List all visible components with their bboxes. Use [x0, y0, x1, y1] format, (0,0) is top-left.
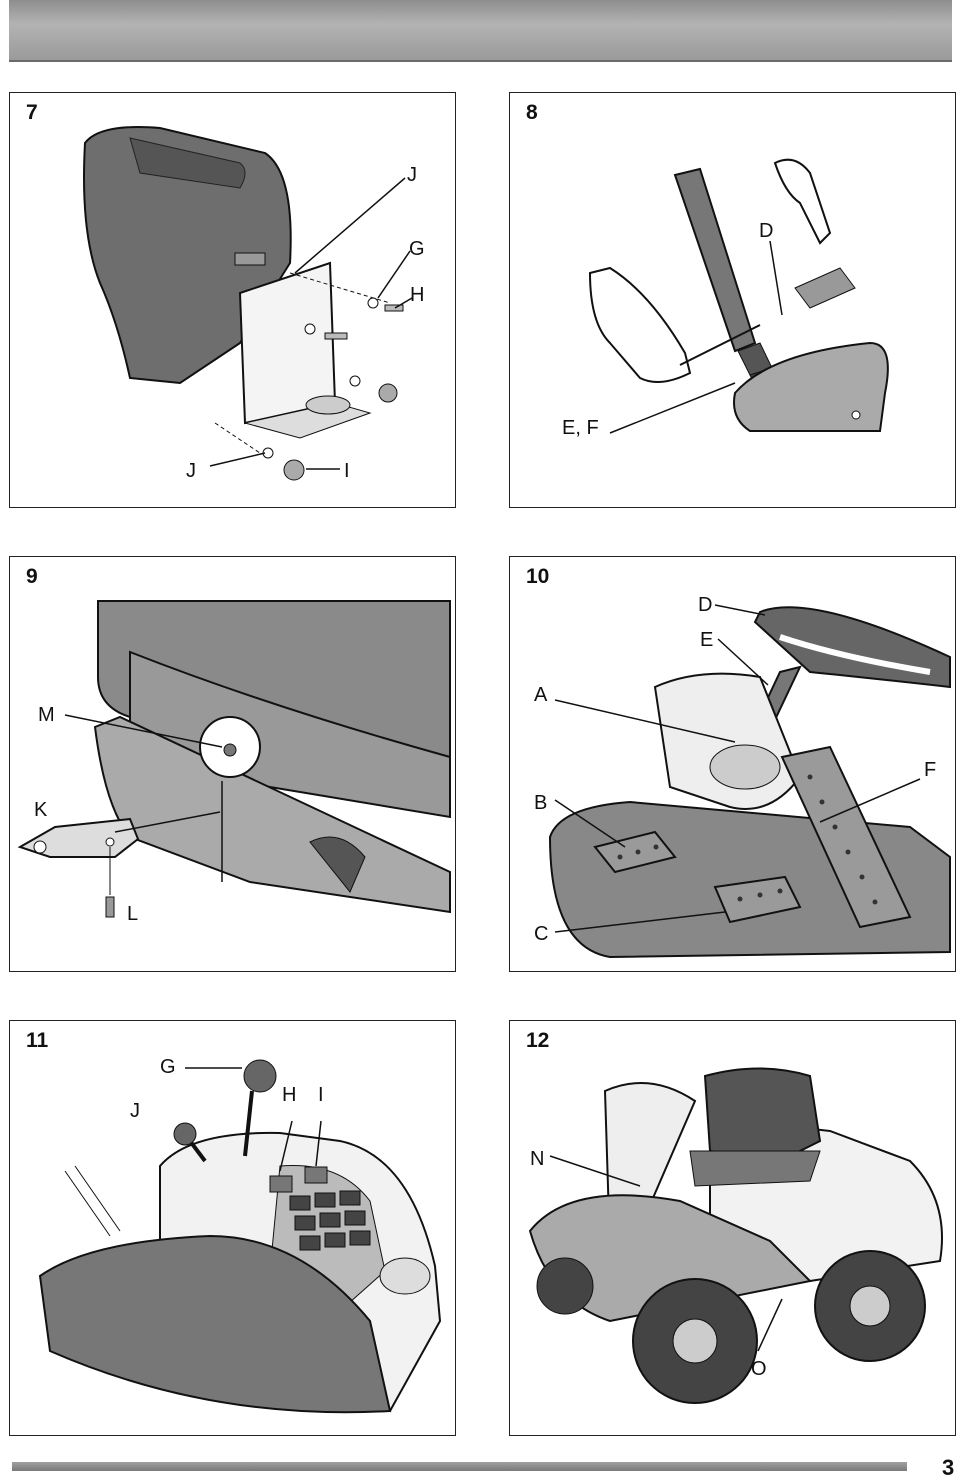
figure-panel-8: 8 D E, F	[509, 92, 956, 508]
callout-d: D	[759, 220, 774, 242]
callout-h: H	[410, 284, 425, 306]
callout-e: E	[700, 629, 714, 651]
callout-g: G	[160, 1056, 176, 1078]
panel-number: 7	[26, 101, 38, 124]
callout-m: M	[38, 704, 55, 726]
callout-o: O	[751, 1358, 767, 1380]
rider-mower-illustration	[528, 1067, 943, 1404]
page-number: 3	[942, 1455, 955, 1480]
panel-number: 12	[526, 1029, 550, 1052]
figure-panel-12: 12 N O	[509, 1020, 956, 1436]
callout-a: A	[534, 684, 548, 706]
callout-k: K	[34, 799, 48, 821]
panel-number: 10	[526, 565, 550, 588]
callout-f: F	[924, 759, 937, 781]
figure-panel-9: 9 M K L	[9, 556, 456, 972]
figure-panel-10: 10 D E A F B C	[509, 556, 956, 972]
callout-j-bottom: J	[186, 460, 196, 482]
footer-bar	[12, 1462, 907, 1471]
callout-h: H	[282, 1084, 297, 1106]
callout-n: N	[530, 1148, 545, 1170]
callout-i: I	[344, 460, 350, 482]
control-panel-illustration	[38, 1059, 442, 1414]
callout-l: L	[127, 903, 139, 925]
panel-number: 9	[26, 565, 38, 588]
callout-c: C	[534, 923, 549, 945]
callout-j-top: J	[407, 164, 417, 186]
figure-panel-11: 11 G J H I	[9, 1020, 456, 1436]
panel-number: 11	[26, 1029, 49, 1052]
pedals-steering-illustration	[548, 604, 951, 959]
panel-number: 8	[526, 101, 538, 124]
callout-ef: E, F	[562, 417, 599, 439]
callout-b: B	[534, 792, 548, 814]
callout-d: D	[698, 594, 713, 616]
callout-g: G	[409, 238, 425, 260]
bumper-mounting-illustration	[17, 600, 451, 918]
steering-column-illustration	[588, 158, 889, 434]
figure-panel-7: 7 J G H J I	[9, 92, 456, 508]
callout-i: I	[318, 1084, 324, 1106]
callout-j: J	[130, 1100, 140, 1122]
header-band	[9, 0, 952, 62]
seat-bracket-illustration	[83, 126, 413, 481]
